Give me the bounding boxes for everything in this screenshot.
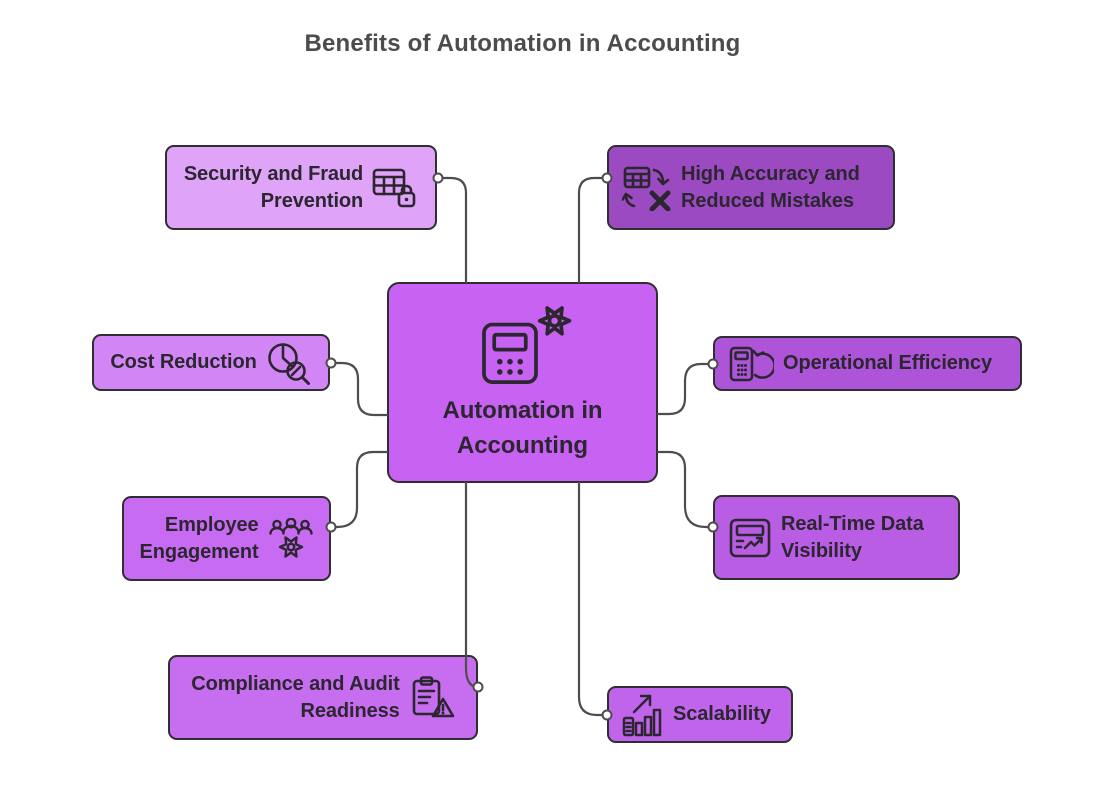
connector-realtime: [657, 450, 713, 529]
node-label: Operational Efficiency: [783, 352, 992, 375]
node-label: Real-Time Data Visibility: [781, 513, 924, 562]
node-cost-reduction: Cost Reduction: [92, 334, 330, 391]
node-label: Cost Reduction: [110, 351, 257, 374]
node-label: Scalability: [673, 703, 771, 726]
node-label: Employee Engagement: [139, 514, 259, 563]
node-high-accuracy-and-reduced-mistakes: High Accuracy and Reduced Mistakes: [607, 145, 895, 230]
calculator-refresh-icon: [728, 344, 774, 384]
node-label: Compliance and Audit Readiness: [191, 673, 400, 722]
connector-employee: [331, 450, 388, 529]
report-trend-icon: [728, 518, 772, 558]
diagram-title: Benefits of Automation in Accounting: [304, 30, 741, 57]
node-compliance-and-audit-readiness: Compliance and Audit Readiness: [168, 655, 478, 740]
growth-chart-arrow-icon: [622, 692, 664, 738]
connector-security: [438, 176, 468, 283]
node-operational-efficiency: Operational Efficiency: [713, 336, 1022, 391]
node-employee-engagement: Employee Engagement: [122, 496, 331, 581]
node-label: Security and Fraud Prevention: [183, 163, 364, 212]
calculator-gear-icon: [471, 302, 575, 388]
node-label: Automation in Accounting: [442, 396, 603, 459]
connector-accuracy: [577, 176, 607, 283]
connector-efficiency: [657, 362, 713, 416]
clipboard-warning-icon: [409, 675, 455, 720]
node-security-and-fraud-prevention: Security and Fraud Prevention: [165, 145, 437, 230]
team-gear-icon: [268, 517, 314, 560]
node-label: High Accuracy and Reduced Mistakes: [681, 163, 860, 212]
table-lock-icon: [372, 167, 418, 209]
connector-cost: [331, 361, 388, 417]
connector-scalability: [577, 482, 607, 717]
pie-chart-magnifier-icon: [266, 341, 312, 385]
table-swap-icon: [622, 165, 672, 211]
node-scalability: Scalability: [607, 686, 793, 743]
node-real-time-data-visibility: Real-Time Data Visibility: [713, 495, 960, 580]
node-automation-in-accounting: Automation in Accounting: [387, 282, 658, 483]
